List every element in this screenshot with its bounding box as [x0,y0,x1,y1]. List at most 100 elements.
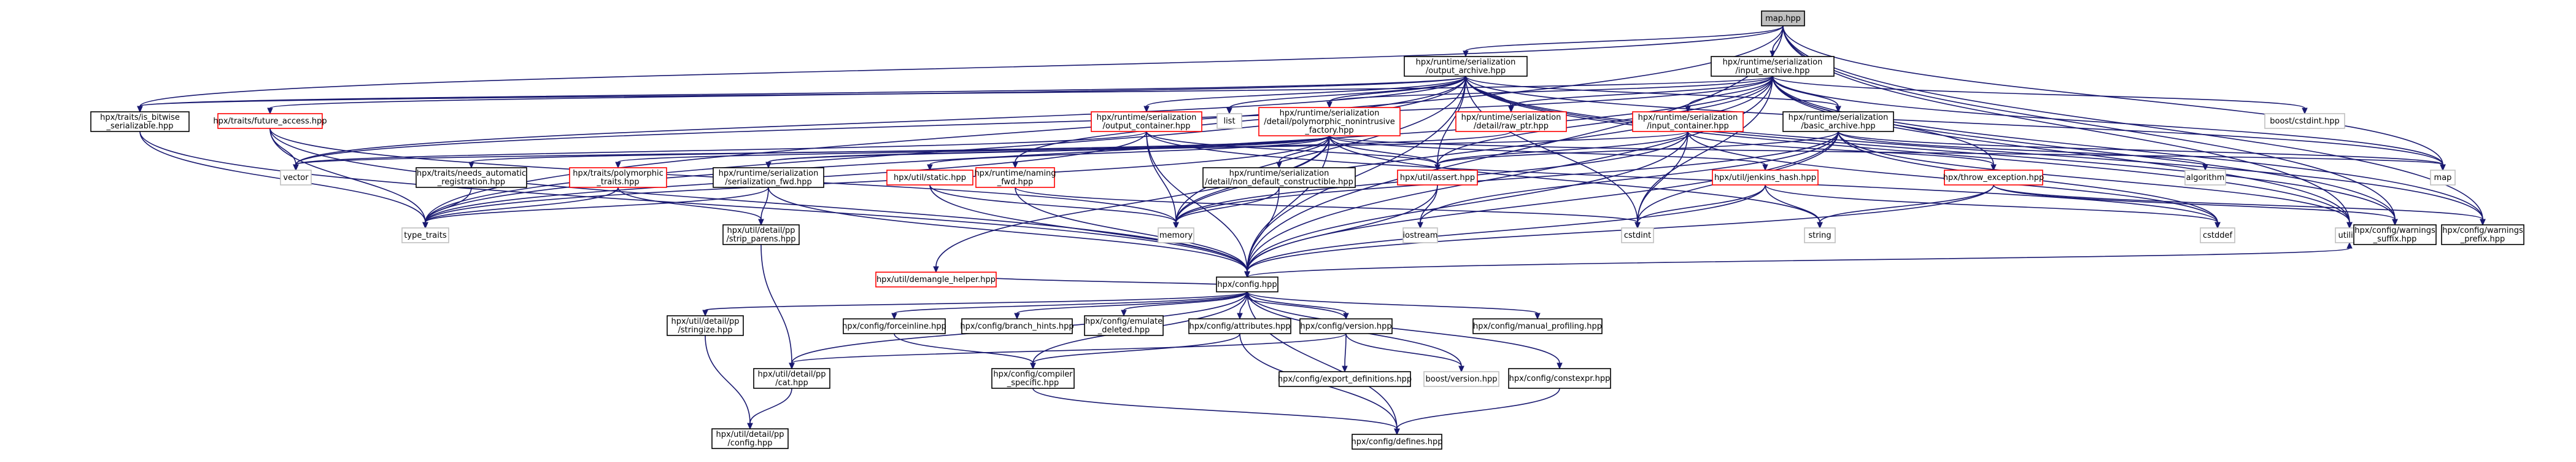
edge-line [1247,291,1538,314]
edge-line [705,335,751,424]
node-needs_automatic[interactable]: hpx/traits/needs_automatic_registration.… [416,167,527,188]
node-serialization_fwd[interactable]: hpx/runtime/serialization/serialization_… [713,167,824,188]
node-raw_ptr[interactable]: hpx/runtime/serialization/detail/raw_ptr… [1455,111,1567,132]
node-input_archive[interactable]: hpx/runtime/serialization/input_archive.… [1711,56,1835,77]
node-strip_parens[interactable]: hpx/util/detail/pp/strip_parens.hpp [722,224,800,245]
node-demangle[interactable]: hpx/util/demangle_helper.hpp [875,272,997,288]
node-label-line: string [1808,231,1831,240]
node-label-line: hpx/config/branch_hints.hpp [960,322,1073,331]
edge-line [1772,76,2305,109]
node-is_bitwise[interactable]: hpx/traits/is_bitwise_serializable.hpp [90,111,190,132]
node-throw_exception[interactable]: hpx/throw_exception.hpp [1943,170,2044,186]
node-poly_nonintrusive[interactable]: hpx/runtime/serialization/detail/polymor… [1258,107,1401,136]
node-label-line: hpx/util/detail/pp [716,430,784,439]
edge-line [1123,291,1248,311]
edge-arrowhead [2214,222,2221,229]
edge-line [1772,76,2350,223]
nodes-layer: map.hpp hpx/runtime/serialization/output_… [90,10,2524,450]
node-box [886,170,973,186]
node-root[interactable]: map.hpp [1761,10,1805,26]
node-future_access[interactable]: hpx/traits/future_access.hpp [213,113,327,129]
edge-arrowhead [615,162,621,169]
node-branch_hints[interactable]: hpx/config/branch_hints.hpp [960,318,1074,334]
node-output_container[interactable]: hpx/runtime/serialization/output_contain… [1091,111,1202,132]
edge-arrowhead [2346,241,2353,249]
edge-line [1146,131,1177,223]
edge-line [1146,131,1248,272]
node-label-line: _fwd.hpp [997,178,1034,187]
node-constexpr_hpp[interactable]: hpx/config/constexpr.hpp [1508,368,1611,389]
node-label-line: /output_archive.hpp [1426,66,1506,76]
node-manual_profiling[interactable]: hpx/config/manual_profiling.hpp [1472,318,1603,334]
node-attributes[interactable]: hpx/config/attributes.hpp [1188,318,1291,334]
edge-poly_nonintrusive-to-demangle [933,135,1330,273]
edge-line [768,131,1512,163]
node-algorithm: algorithm [2184,170,2226,186]
node-label-line: _specific.hpp [1007,378,1059,388]
node-label-line: _factory.hpp [1304,126,1353,135]
node-label-line: vector [283,173,309,182]
node-version_hpp[interactable]: hpx/config/version.hpp [1299,318,1393,334]
node-output_archive[interactable]: hpx/runtime/serialization/output_archive… [1404,56,1528,77]
node-export_definitions[interactable]: hpx/config/export_definitions.hpp [1278,371,1412,387]
edge-line [935,135,1330,267]
node-box [875,272,997,288]
node-config[interactable]: hpx/config.hpp [1216,276,1278,292]
node-label-line: hpx/traits/future_access.hpp [213,117,327,126]
edge-line [1465,76,1638,223]
edge-config-to-forceinline [891,291,1248,320]
edge-arrowhead [765,162,772,169]
node-label-line: list [1223,117,1235,126]
node-box [1216,113,1242,129]
node-polymorphic_traits[interactable]: hpx/traits/polymorphic_traits.hpp [569,167,667,188]
node-warnings_suffix[interactable]: hpx/config/warnings_suffix.hpp [2353,224,2437,245]
edge-jenkins-to-cstdint [1634,184,1766,229]
edge-line [1247,291,1347,314]
node-box [2184,170,2226,186]
edge-line [1247,297,1347,319]
node-box [2200,227,2235,243]
node-jenkins[interactable]: hpx/util/jenkins_hash.hpp [1712,170,1819,186]
node-label-line: /input_archive.hpp [1736,66,1810,76]
edge-line [1247,291,1560,364]
node-box [2430,170,2456,186]
node-label-line: hpx/config/forceinline.hpp [842,322,946,331]
edge-arrowhead [1121,310,1127,317]
node-label-line: hpx/runtime/serialization [1416,58,1516,67]
node-boost_version: boost/version.hpp [1423,371,1499,387]
node-pp_config[interactable]: hpx/util/detail/pp/config.hpp [711,428,789,449]
edge-line [894,291,1248,314]
edge-config-to-stringize [702,291,1248,317]
node-naming_fwd[interactable]: hpx/runtime/naming_fwd.hpp [974,167,1056,188]
edge-input_archive-to-warnings_prefix [1772,76,2486,226]
node-stringize[interactable]: hpx/util/detail/pp/stringize.hpp [667,315,744,336]
node-basic_archive[interactable]: hpx/runtime/serialization/basic_archive.… [1782,111,1894,132]
node-cat_hpp[interactable]: hpx/util/detail/pp/cat.hpp [753,368,830,389]
node-emulate_deleted[interactable]: hpx/config/emulate_deleted.hpp [1084,315,1164,336]
edge-line [1146,131,1438,165]
node-input_container[interactable]: hpx/runtime/serialization/input_containe… [1632,111,1744,132]
node-label-line: /basic_archive.hpp [1801,122,1875,131]
node-assert_hpp[interactable]: hpx/util/assert.hpp [1397,170,1478,186]
node-compiler_specific[interactable]: hpx/config/compiler_specific.hpp [991,368,1075,389]
node-label-line: algorithm [2186,173,2225,182]
node-label-line: hpx/config/export_definitions.hpp [1278,375,1412,384]
node-static_hpp[interactable]: hpx/util/static.hpp [886,170,973,186]
edge-line [1146,76,1466,107]
node-forceinline[interactable]: hpx/config/forceinline.hpp [842,318,946,334]
node-warnings_prefix[interactable]: hpx/config/warnings_prefix.hpp [2441,224,2524,245]
node-label-line: _deleted.hpp [1097,326,1150,335]
node-label-line: /output_container.hpp [1102,122,1190,131]
edge-config-to-utility [1247,241,2353,278]
node-defines[interactable]: hpx/config/defines.hpp [1351,434,1443,450]
edge-arrowhead [1342,366,1348,373]
node-box [1188,318,1291,334]
edge-line [705,291,1248,311]
node-label-line: hpx/config/compiler [993,370,1073,379]
node-non_default[interactable]: hpx/runtime/serialization/detail/non_def… [1202,167,1356,188]
edge-arrowhead [1173,222,1179,229]
edge-arrowhead [1458,366,1464,373]
edge-line [1437,131,1839,165]
edge-poly_nonintrusive-to-jenkins [1329,135,1768,171]
